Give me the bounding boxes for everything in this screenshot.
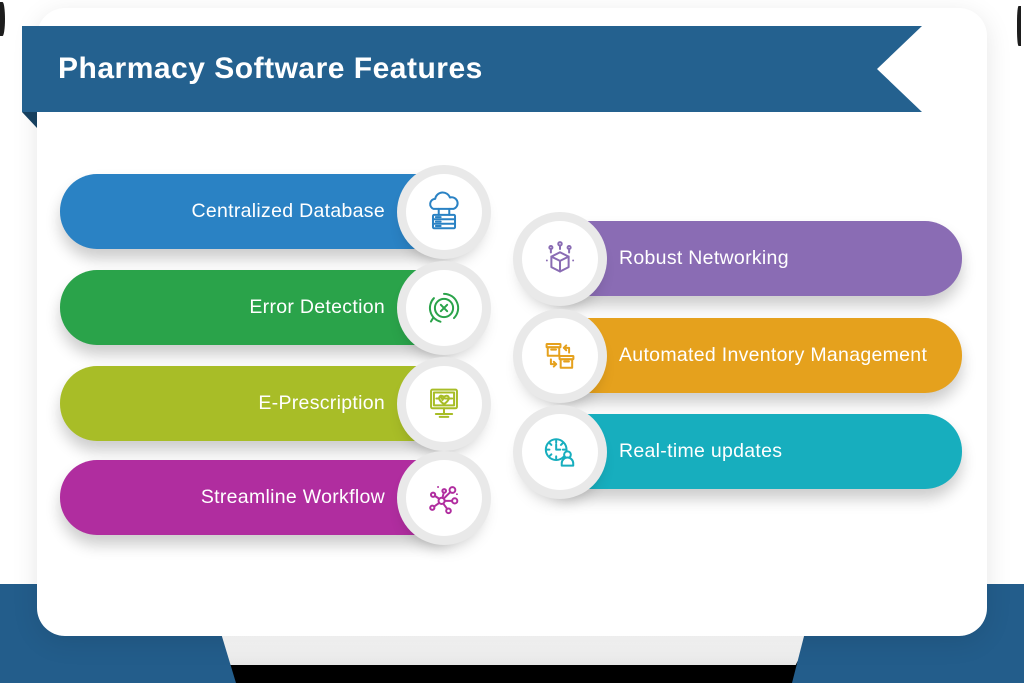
feature-streamline-workflow: Streamline Workflow	[60, 459, 482, 536]
card-stand-shadow	[213, 636, 810, 665]
feature-real-time-updates: Real-time updates	[522, 413, 962, 490]
feature-pill: Streamline Workflow	[60, 460, 447, 535]
feature-label: Real-time updates	[619, 440, 783, 462]
page-title: Pharmacy Software Features	[58, 52, 483, 85]
feature-label: Automated Inventory Management	[619, 344, 928, 366]
error-detection-icon	[421, 285, 467, 331]
bottom-strip	[0, 661, 1024, 683]
e-prescription-icon	[421, 381, 467, 427]
feature-icon-badge	[406, 365, 482, 442]
feature-robust-networking: Robust Networking	[522, 220, 962, 297]
feature-label: Error Detection	[249, 296, 385, 318]
feature-label: Streamline Workflow	[200, 486, 385, 508]
feature-label: Centralized Database	[191, 200, 385, 222]
backdrop-flare-left	[0, 636, 236, 683]
backdrop-flare-right	[792, 636, 1024, 683]
cloud-database-icon	[421, 189, 467, 235]
feature-error-detection: Error Detection	[60, 269, 482, 346]
top-left-edge-sliver	[0, 2, 5, 36]
ribbon-fold	[22, 112, 37, 128]
feature-pill: Error Detection	[60, 270, 447, 345]
title-ribbon: Pharmacy Software Features	[22, 26, 922, 112]
network-cube-icon	[545, 236, 575, 282]
feature-icon-badge	[406, 173, 482, 250]
feature-icon-badge	[406, 459, 482, 536]
feature-label: E-Prescription	[258, 392, 385, 414]
feature-e-prescription: E-Prescription	[60, 365, 482, 442]
feature-automated-inventory-management: Automated Inventory Management	[522, 317, 962, 394]
realtime-clock-icon	[537, 429, 583, 475]
feature-pill: Automated Inventory Management	[557, 318, 962, 393]
inventory-boxes-icon	[537, 333, 583, 379]
feature-label: Robust Networking	[619, 247, 789, 269]
feature-icon-badge	[406, 269, 482, 346]
feature-pill: Robust Networking	[557, 221, 962, 296]
feature-icon-badge	[522, 317, 598, 394]
top-right-edge-sliver	[1017, 6, 1021, 46]
streamline-workflow-icon	[421, 485, 467, 521]
feature-icon-badge	[522, 413, 598, 490]
feature-icon-badge	[522, 220, 598, 297]
feature-pill: E-Prescription	[60, 366, 447, 441]
feature-pill: Centralized Database	[60, 174, 447, 249]
feature-centralized-database: Centralized Database	[60, 173, 482, 250]
feature-pill: Real-time updates	[557, 414, 962, 489]
